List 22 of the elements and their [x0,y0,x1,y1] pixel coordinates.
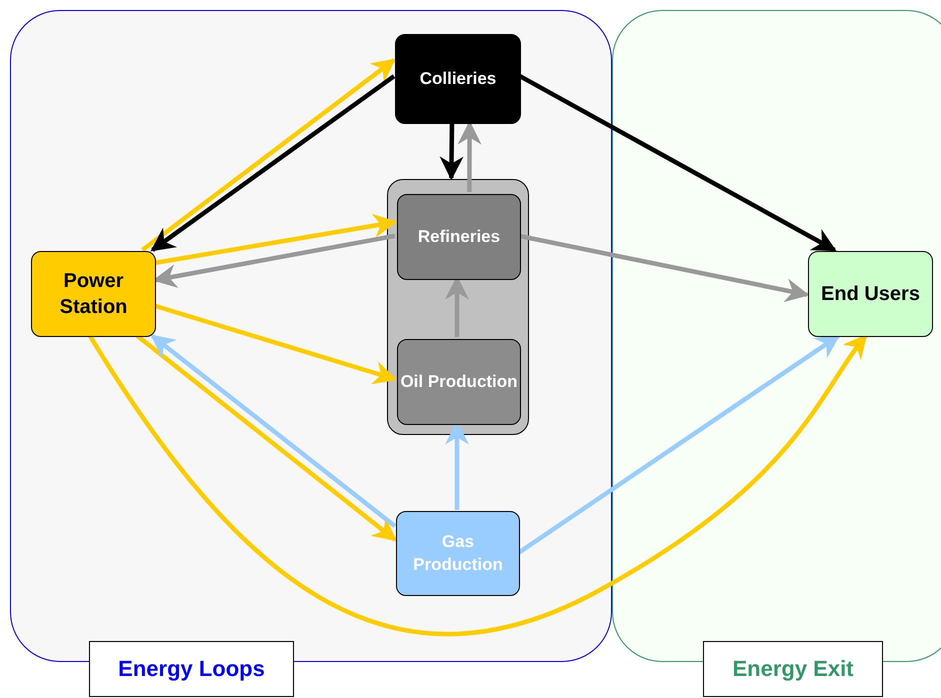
node-label: End Users [821,282,920,307]
node-label: Oil Production [400,370,518,393]
process-box [396,511,520,596]
process-box [808,251,933,337]
arrow [518,334,840,554]
process-box [31,251,156,337]
process-box [397,339,521,425]
node-label: Collieries [420,68,496,90]
group-heading: Energy Loops [89,641,294,697]
process-box [397,194,521,280]
arrow [88,334,868,636]
node-label: Gas Production [412,531,504,576]
process-box [395,34,521,124]
node-label: Refineries [418,226,500,248]
arrow [154,304,398,384]
group-heading: Energy Exit [703,641,883,697]
arrow [154,214,398,266]
arrow [518,74,837,252]
arrow [518,234,810,302]
node-label: Power Station [58,269,128,320]
arrow [440,122,464,180]
container-box [387,179,529,435]
